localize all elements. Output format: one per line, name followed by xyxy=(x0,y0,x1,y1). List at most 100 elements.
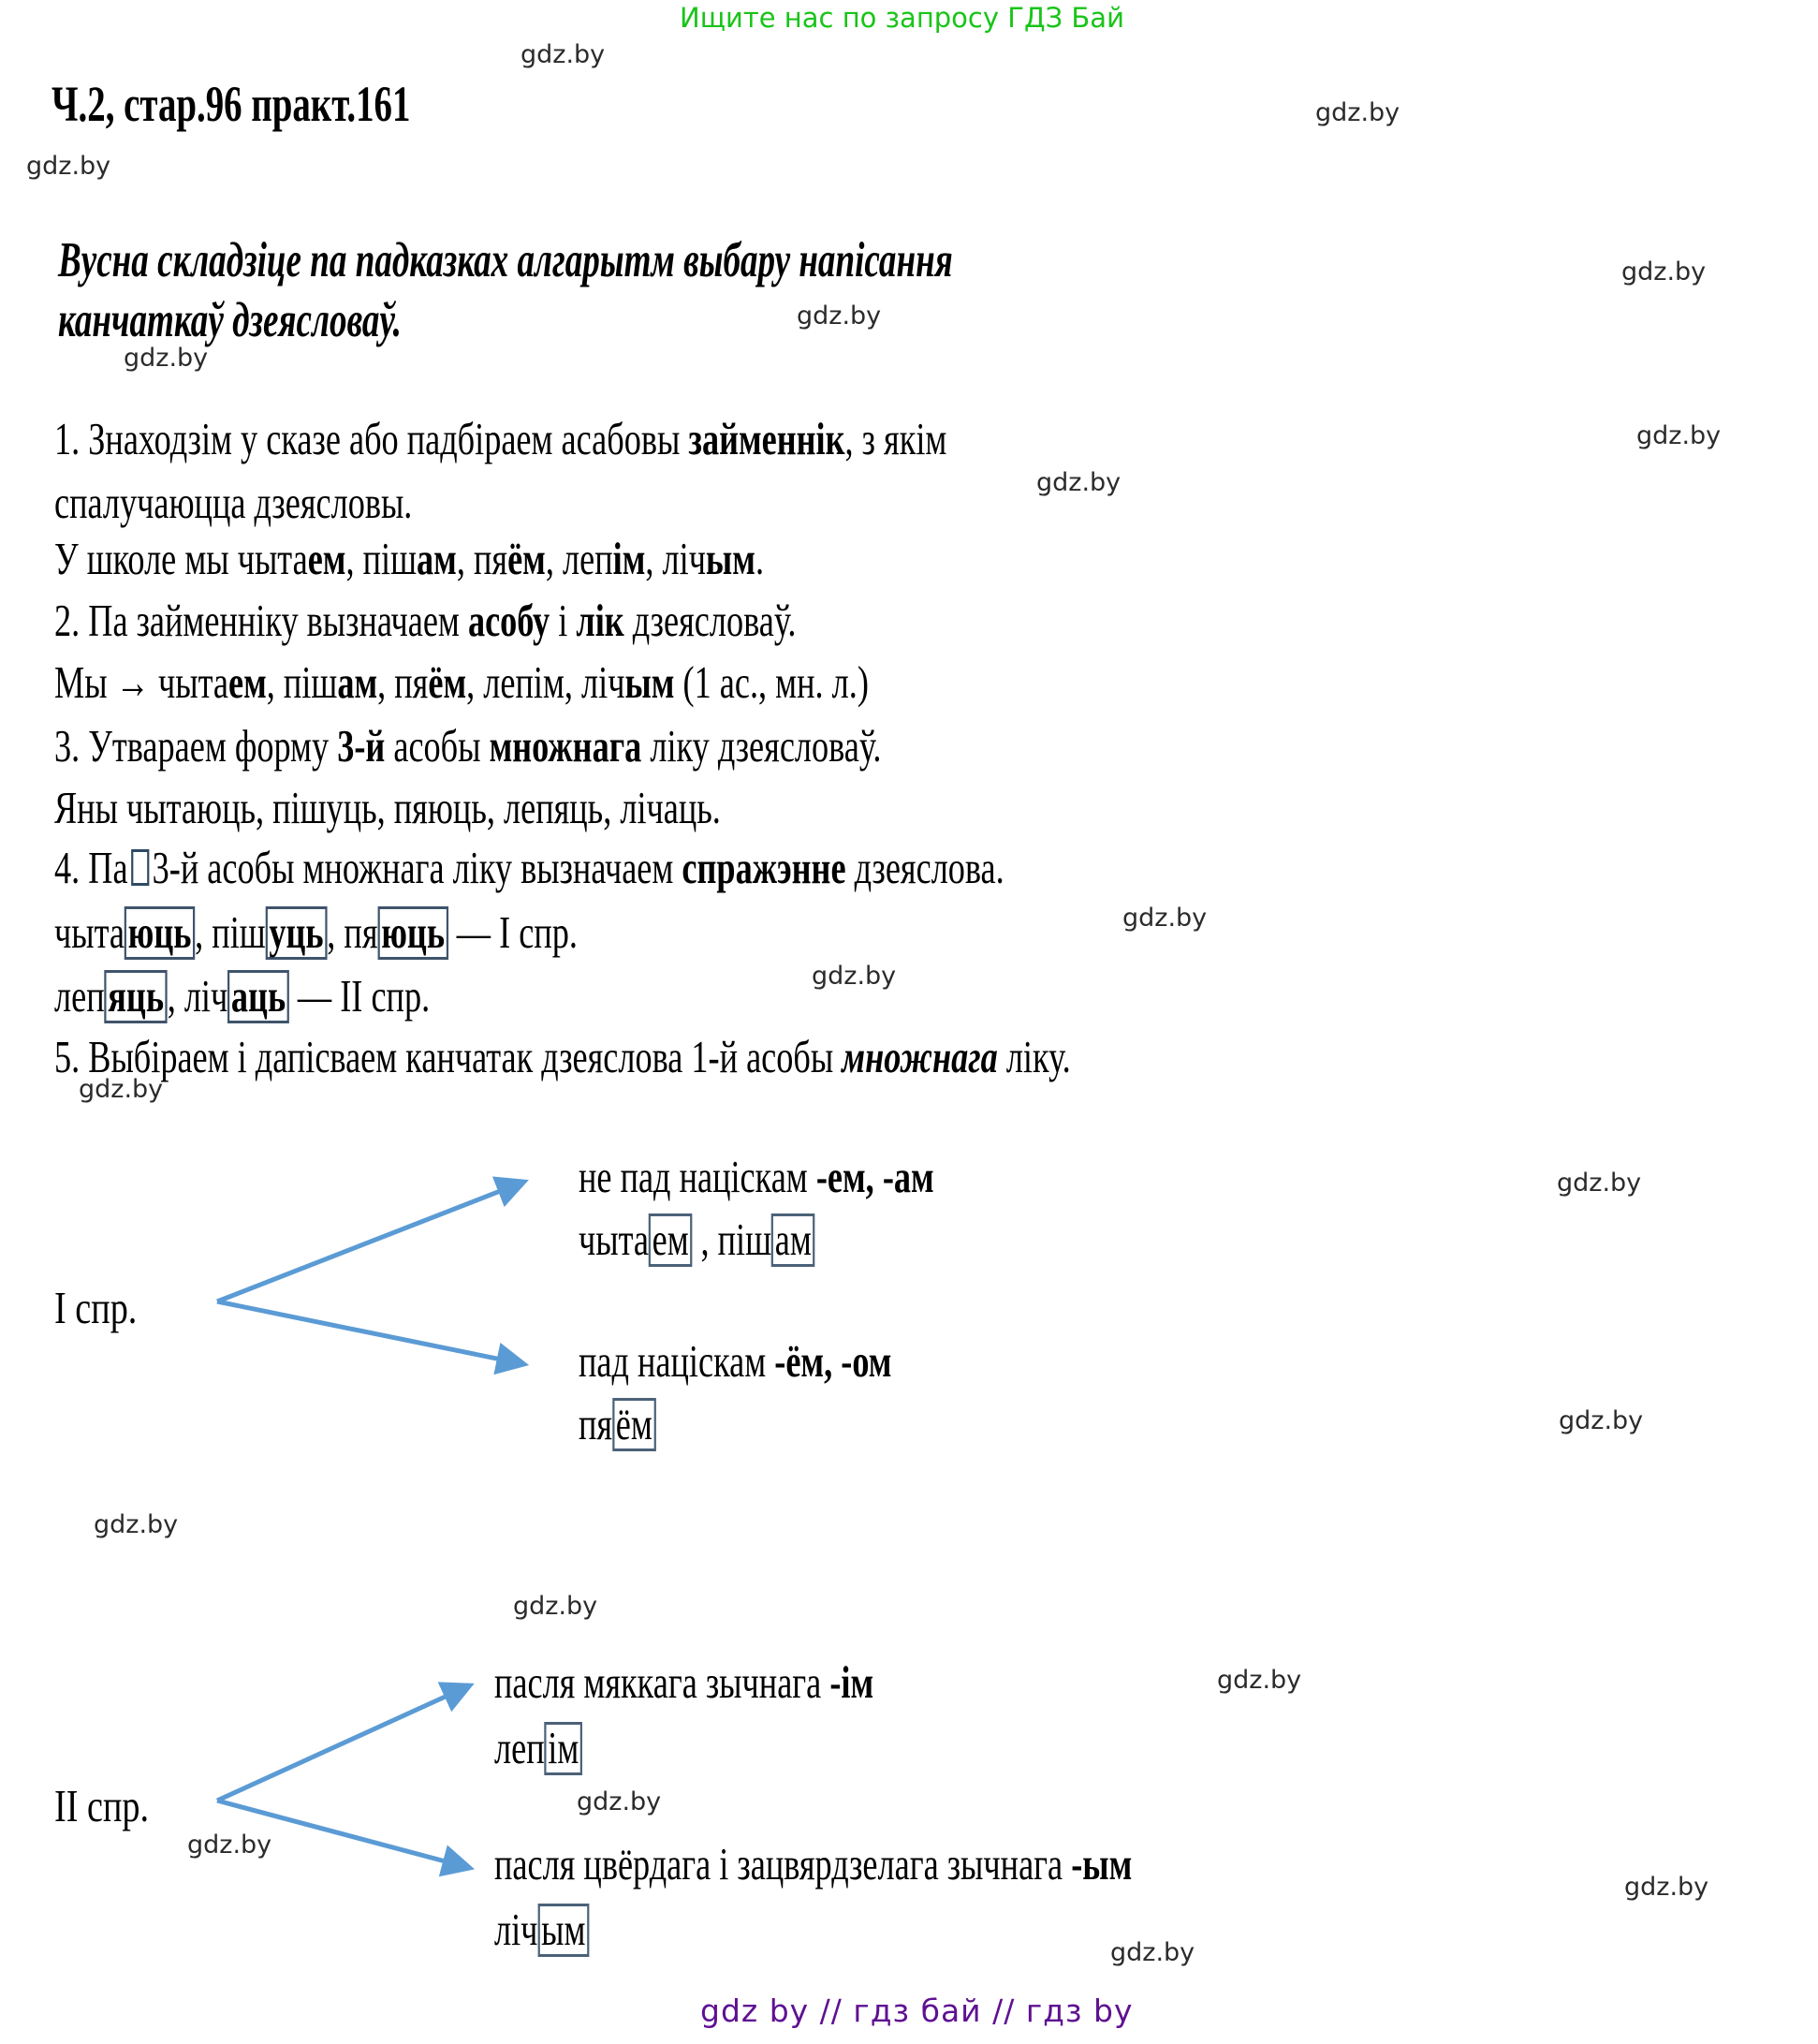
instruction-line-1: Вусна складзіце па падказках алгарытм вы… xyxy=(58,233,953,287)
watermark: gdz.by xyxy=(1110,1938,1195,1967)
text: , з якім xyxy=(844,413,947,464)
text: чыта xyxy=(54,906,125,958)
ending-ym: ым xyxy=(624,656,675,708)
example-2: Мы → чытаем, пішам, пяём, лепім, лічым (… xyxy=(54,659,869,705)
text: , піш xyxy=(266,656,338,708)
example-1: У школе мы чытаем, пішам, пяём, лепім, л… xyxy=(54,536,764,581)
tree2-branch2-title: пасля цвёрдага і зацвярдзелага зычнага -… xyxy=(494,1837,1132,1890)
text: ліку дзеясловаў. xyxy=(641,720,882,772)
text: . xyxy=(755,533,765,584)
text: не пад націскам xyxy=(579,1151,816,1202)
tree2-branch2-example: лічым xyxy=(494,1903,590,1957)
ending-ym: ым xyxy=(705,533,755,584)
tree2-branch1-title: пасля мяккага зычнага -ім xyxy=(494,1655,873,1709)
instruction-line-2: канчаткаў дзеясловаў. xyxy=(58,293,402,347)
watermark: gdz.by xyxy=(26,152,111,181)
ending-im: -ім xyxy=(829,1656,874,1708)
text: , піш xyxy=(692,1213,772,1265)
tree2-branch1-example: лепім xyxy=(494,1721,583,1775)
text: , леп xyxy=(545,533,613,584)
ending-am: ам xyxy=(337,656,378,708)
tree1-branch2-title: пад націскам -ём, -ом xyxy=(579,1334,891,1388)
page-title: Ч.2, стар.96 практ.161 xyxy=(51,76,411,132)
ending-am: ам xyxy=(417,533,457,584)
watermark: gdz.by xyxy=(520,40,606,69)
text: — II спр. xyxy=(288,970,431,1022)
arrow-spr2-branch2 xyxy=(216,1798,476,1877)
keyword-sprazhenne: спражэнне xyxy=(682,842,846,893)
example-3: Яны чытаюць, пішуць, пяюць, лепяць, ліча… xyxy=(54,782,721,833)
watermark: gdz.by xyxy=(1559,1406,1644,1435)
keyword-mnozhnaga: множнага xyxy=(489,720,642,772)
text: 3. Утвараем форму xyxy=(54,720,338,772)
missing-glyph-box xyxy=(131,848,150,886)
watermark: gdz.by xyxy=(797,301,882,331)
text: , лепім, ліч xyxy=(466,656,625,708)
text: , піш xyxy=(345,533,418,584)
ending-im: ім xyxy=(612,533,646,584)
keyword-3rd-person: 3-й xyxy=(337,720,386,772)
endings-yom-om: -ём, -ом xyxy=(774,1335,892,1387)
boxed-ending-im: ім xyxy=(544,1722,583,1775)
ending-ym: -ым xyxy=(1071,1838,1133,1890)
text: пад націскам xyxy=(579,1335,775,1387)
text: У школе мы чыта xyxy=(54,533,308,584)
watermark: gdz.by xyxy=(1315,98,1400,127)
watermark: gdz.by xyxy=(1624,1873,1709,1902)
ending-em: ем xyxy=(227,656,267,708)
arrow-spr1-branch1 xyxy=(216,1176,529,1304)
text: 5. Выбіраем і дапісваем канчатак дзеясло… xyxy=(54,1031,843,1082)
text: ліку. xyxy=(997,1031,1071,1082)
text: — I спр. xyxy=(447,906,578,958)
step-2: 2. Па займенніку вызначаем асобу і лік д… xyxy=(54,597,796,643)
boxed-ending-em: ем xyxy=(648,1213,693,1267)
site-footer: gdz by // гдз бай // гдз by xyxy=(700,1993,1134,2029)
arrow-spr2-branch1 xyxy=(215,1682,475,1803)
text: , ліч xyxy=(167,970,228,1022)
ending-yom: ём xyxy=(507,533,546,584)
tree1-branch1-example: чытаем , пішам xyxy=(579,1213,815,1267)
boxed-ending-am: ам xyxy=(771,1213,815,1267)
ending-em: ем xyxy=(307,533,346,584)
text: дзеясловаў. xyxy=(623,595,797,646)
tree1-root-label: I спр. xyxy=(54,1282,138,1333)
step-3: 3. Утвараем форму 3-й асобы множнага лік… xyxy=(54,723,881,769)
boxed-ending-ats: аць xyxy=(227,970,289,1023)
boxed-ending-yuts: юць xyxy=(377,906,448,960)
tree2-root-label: II спр. xyxy=(54,1780,150,1831)
keyword-asobu: асобу xyxy=(467,595,550,646)
text: ліч xyxy=(494,1904,538,1955)
keyword-lik: лік xyxy=(576,595,624,646)
text: , піш xyxy=(195,906,266,958)
conjugation-2-examples: лепяць, лічаць — II спр. xyxy=(54,970,430,1023)
text: асобы xyxy=(385,720,490,772)
step-1-line-1: 1. Знаходзім у сказе або падбіраем асабо… xyxy=(54,416,946,462)
keyword-zaimiennik: займеннік xyxy=(688,413,845,464)
ending-yom: ём xyxy=(428,656,467,708)
text: дзеяслова. xyxy=(845,842,1004,893)
text: , пя xyxy=(327,906,378,958)
text: , ліч xyxy=(645,533,706,584)
watermark: gdz.by xyxy=(1036,468,1122,497)
text: леп xyxy=(54,970,105,1022)
conjugation-1-examples: чытаюць, пішуць, пяюць — I спр. xyxy=(54,906,578,960)
watermark: gdz.by xyxy=(812,962,897,991)
text: (1 ас., мн. л.) xyxy=(674,656,869,708)
step-5: 5. Выбіраем і дапісваем канчатак дзеясло… xyxy=(54,1034,1071,1080)
tree1-branch1-title: не пад націскам -ем, -ам xyxy=(579,1150,934,1203)
site-promo-banner: Ищите нас по запросу ГДЗ Бай xyxy=(680,2,1124,34)
text: чыта xyxy=(579,1213,649,1265)
endings-em-am: -ем, -ам xyxy=(815,1151,934,1202)
watermark: gdz.by xyxy=(1621,257,1707,287)
watermark: gdz.by xyxy=(577,1787,662,1816)
text: леп xyxy=(494,1722,545,1773)
text: 1. Знаходзім у сказе або падбіраем асабо… xyxy=(54,413,689,464)
watermark: gdz.by xyxy=(187,1831,272,1860)
text: пасля мяккага зычнага xyxy=(494,1656,830,1708)
text: 3-й асобы множнага ліку вызначаем xyxy=(152,842,682,893)
arrow-spr1-branch2 xyxy=(216,1299,530,1375)
watermark: gdz.by xyxy=(94,1510,179,1539)
watermark: gdz.by xyxy=(1636,421,1722,450)
